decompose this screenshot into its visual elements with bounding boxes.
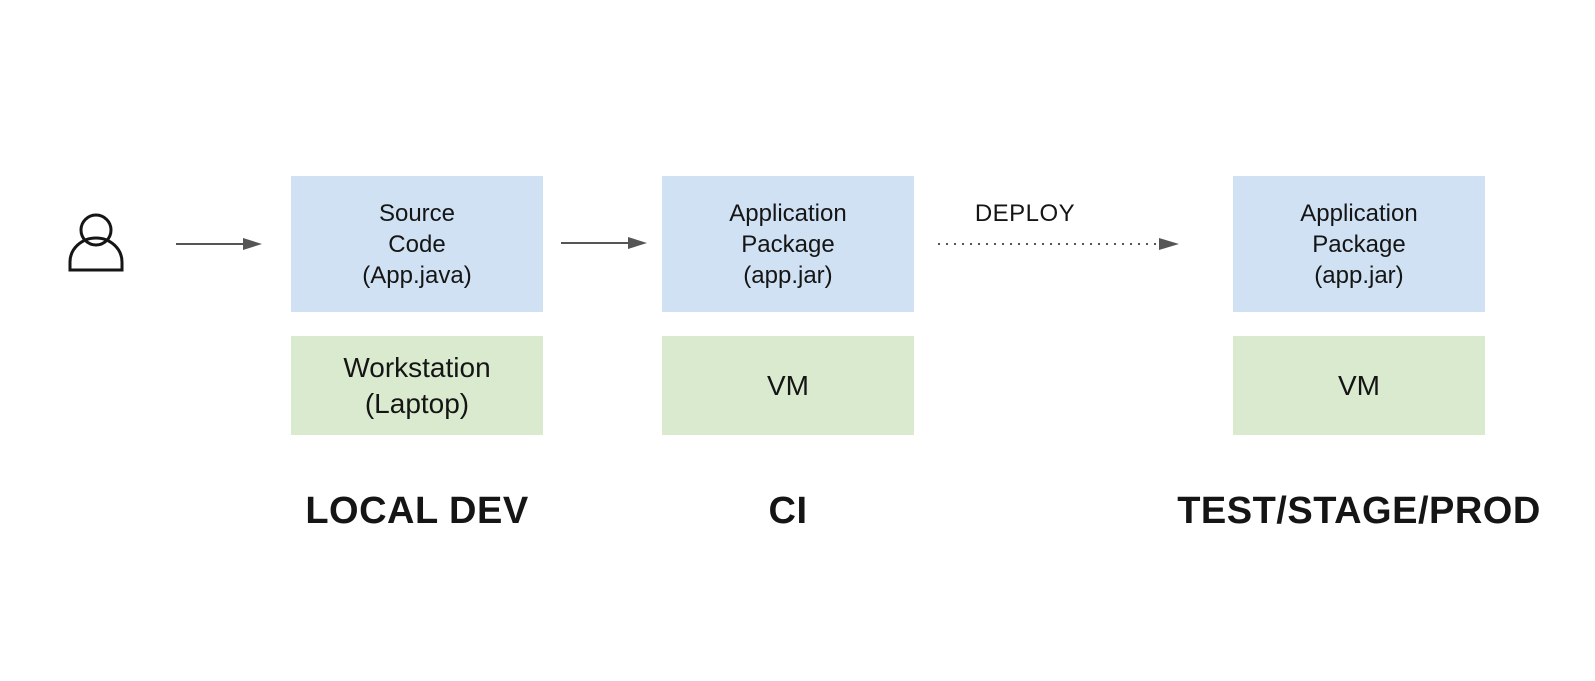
prod-stage-label: TEST/STAGE/PROD [1177, 490, 1541, 532]
arrow-deploy [938, 238, 1179, 250]
user-icon [68, 213, 124, 272]
local-dev-artifact-box: Source Code (App.java) [291, 176, 543, 312]
prod-environment-label: VM [1338, 369, 1380, 401]
arrow-developer-to-source [176, 238, 262, 250]
prod-environment-box: VM [1233, 336, 1485, 435]
ci-environment-label: VM [767, 369, 809, 401]
local-dev-environment-box: Workstation (Laptop) [291, 336, 543, 435]
ci-stage-label: CI [768, 490, 808, 532]
local-dev-stage-label: LOCAL DEV [305, 490, 529, 532]
ci-artifact-label: Application Package (app.jar) [729, 199, 847, 289]
arrow-source-to-ci [561, 237, 647, 249]
deploy-label: DEPLOY [974, 200, 1076, 227]
local-dev-environment-label: Workstation (Laptop) [343, 351, 491, 419]
prod-artifact-box: Application Package (app.jar) [1233, 176, 1485, 312]
prod-artifact-label: Application Package (app.jar) [1300, 199, 1418, 289]
ci-artifact-box: Application Package (app.jar) [662, 176, 914, 312]
ci-environment-box: VM [662, 336, 914, 435]
local-dev-artifact-label: Source Code (App.java) [362, 199, 472, 289]
